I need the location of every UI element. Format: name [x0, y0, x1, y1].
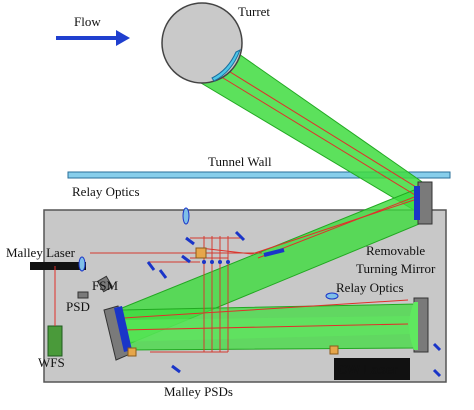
fsm-label: FSM [92, 278, 118, 293]
malley-laser [30, 262, 86, 270]
beamsplitter-cubes [127, 247, 339, 357]
relay-optics-lens-top [182, 207, 190, 225]
psd-detector [77, 291, 89, 299]
flow-label: Flow [74, 14, 101, 29]
tunnel-wall [67, 171, 451, 179]
wfs-detector [47, 325, 63, 357]
relay-optics-lens-right [325, 292, 339, 300]
malley-psd-row [202, 260, 230, 264]
malley-beam-lines [90, 236, 262, 353]
turret [161, 2, 243, 84]
malley-laser-label: Malley Laser [6, 245, 76, 260]
removable-label-line1: Removable [366, 243, 425, 258]
tunnel-wall-label: Tunnel Wall [208, 154, 272, 169]
psd-lens [78, 256, 86, 272]
beam-turret-to-mirror [195, 51, 429, 211]
malley-psds-label: Malley PSDs [164, 384, 233, 399]
right-arrow-icon [56, 30, 130, 46]
removable-turning-mirror-icon [263, 248, 285, 257]
relay-optics-right-label: Relay Optics [336, 280, 404, 295]
small-mirrors [146, 230, 442, 378]
right-mirror [409, 297, 429, 353]
fsm-mirror [96, 275, 114, 293]
psd-label: PSD [66, 299, 90, 314]
beam-right-cone [118, 316, 412, 342]
cw-laser-label: CW Laser [338, 362, 398, 377]
cw-laser-box [334, 358, 410, 380]
turret-label: Turret [238, 4, 270, 19]
removable-label-line2: Turning Mirror [356, 261, 436, 276]
wfs-label: WFS [38, 355, 65, 370]
red-rays [119, 61, 425, 331]
relay-optics-top-label: Relay Optics [72, 184, 140, 199]
upper-mirror [414, 181, 433, 225]
